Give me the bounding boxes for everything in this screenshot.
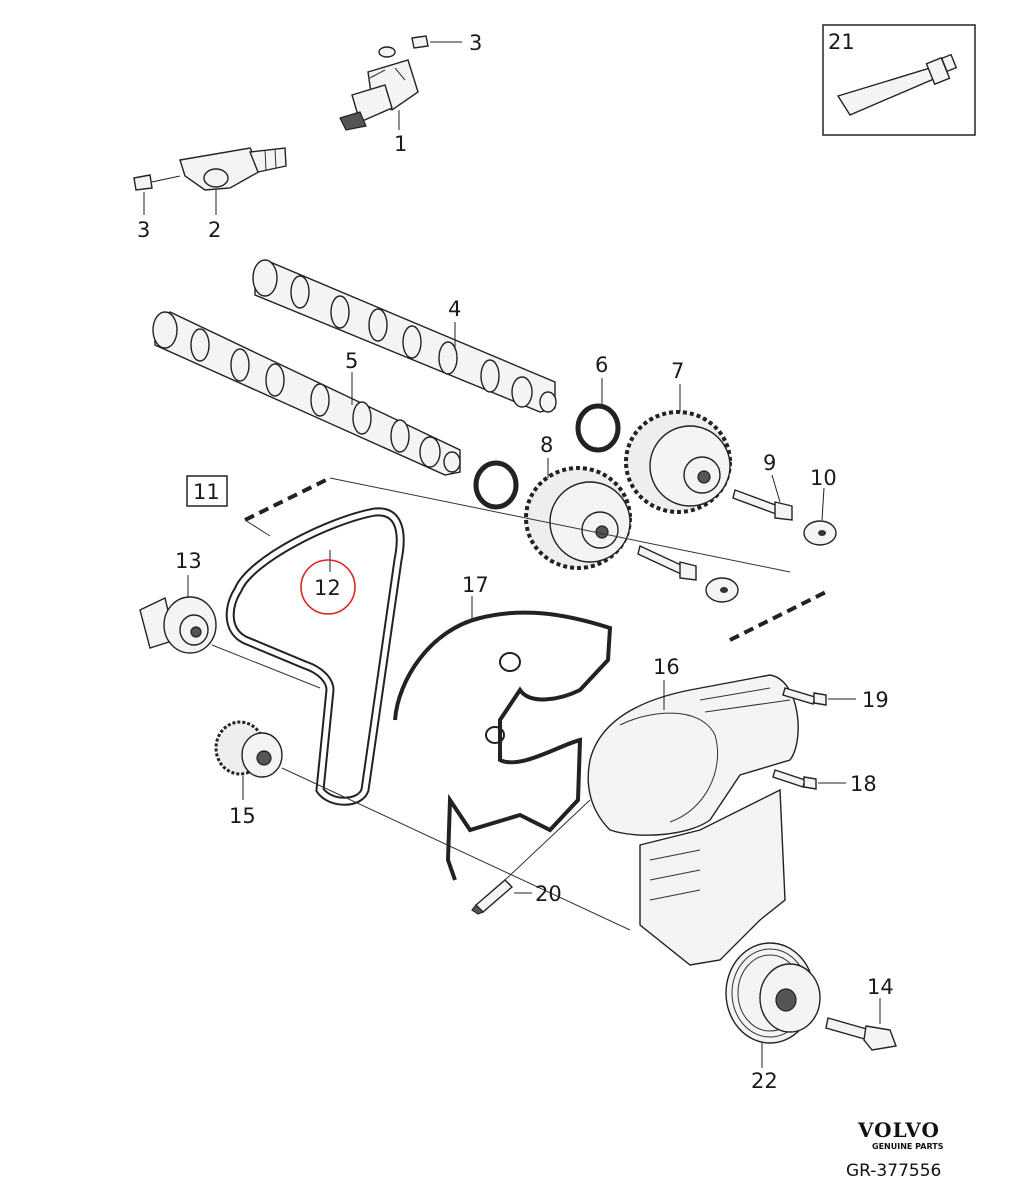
callout-8: 8 — [540, 433, 553, 457]
part-12-timing-belt — [225, 507, 405, 806]
callout-18: 18 — [850, 772, 877, 796]
callout-9: 9 — [763, 451, 776, 475]
part-10-washer-lower — [705, 577, 739, 603]
callout-21: 21 — [828, 30, 855, 54]
part-18-bolt — [772, 769, 817, 790]
part-4-camshaft — [252, 259, 557, 413]
callout-10: 10 — [810, 466, 837, 490]
part-22-crank-pulley — [725, 942, 821, 1044]
callout-15: 15 — [229, 804, 256, 828]
callout-3-top: 3 — [469, 31, 482, 55]
brand-tagline: GENUINE PARTS — [872, 1142, 944, 1151]
part-20-stud — [471, 879, 514, 915]
highlight-ring — [300, 559, 356, 615]
part-5-camshaft — [152, 311, 461, 476]
callout-7: 7 — [671, 359, 684, 383]
callout-4: 4 — [448, 297, 461, 321]
callout-22: 22 — [751, 1069, 778, 1093]
callout-1: 1 — [394, 132, 407, 156]
part-3-bolt-left — [133, 174, 181, 191]
callout-17: 17 — [462, 573, 489, 597]
callout-2: 2 — [208, 218, 221, 242]
sealant-tube-icon — [836, 53, 958, 116]
part-1-solenoid — [339, 46, 419, 131]
callout-16: 16 — [653, 655, 680, 679]
part-9-bolt — [732, 489, 793, 521]
diagram-reference: GR-377556 — [846, 1161, 941, 1181]
brand-logo: VOLVO — [857, 1118, 940, 1142]
callout-6: 6 — [595, 353, 608, 377]
part-11-kit-outline — [244, 476, 827, 642]
part-7-cam-gear — [624, 410, 732, 514]
part-2-sensor — [179, 147, 287, 191]
callout-12: 12 — [314, 576, 341, 600]
callout-14: 14 — [867, 975, 894, 999]
part-8-cam-gear — [524, 466, 632, 570]
callout-3-left: 3 — [137, 218, 150, 242]
part-13-tensioner — [139, 596, 217, 654]
part-17-gasket — [393, 610, 613, 881]
callout-11: 11 — [193, 480, 220, 504]
callout-5: 5 — [345, 349, 358, 373]
part-3-bolt-top — [411, 35, 462, 49]
part-15-crank-gear — [214, 720, 283, 778]
callout-19: 19 — [862, 688, 889, 712]
callout-20: 20 — [535, 882, 562, 906]
part-19-bolt — [782, 687, 827, 706]
volvo-logo: VOLVO GENUINE PARTS — [857, 1118, 944, 1151]
part-14-bolt — [825, 1017, 897, 1051]
part-9-bolt-lower — [637, 545, 697, 581]
part-6-seal-upper — [575, 403, 621, 453]
part-21-box: 21 — [822, 24, 976, 136]
part-6-seal-lower — [473, 460, 519, 510]
part-10-washer — [803, 520, 837, 546]
part-16-timing-cover — [587, 674, 799, 966]
callout-11-box — [186, 475, 228, 507]
callout-13: 13 — [175, 549, 202, 573]
